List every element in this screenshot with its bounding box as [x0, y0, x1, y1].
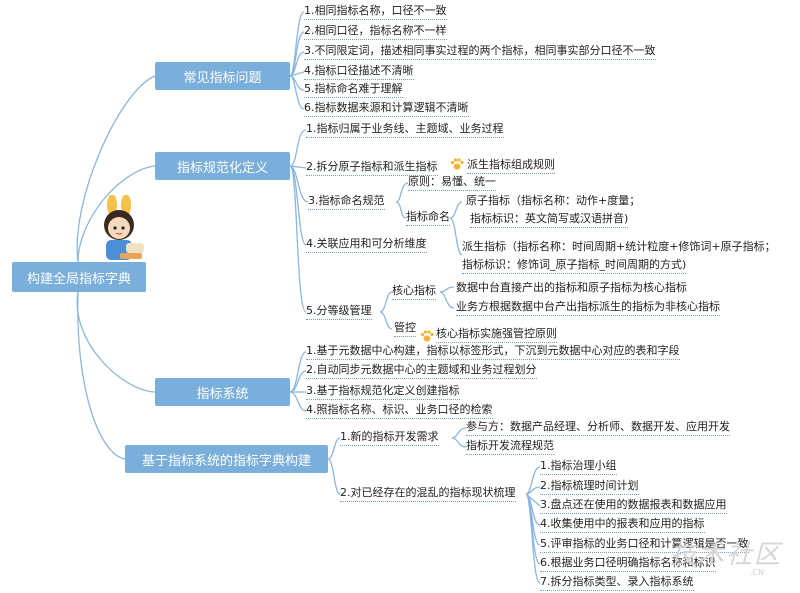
standard-item-5: 5.分等级管理	[306, 304, 372, 320]
system-item: 3.基于指标规范化定义创建指标	[306, 384, 460, 400]
branch-metric-system[interactable]: 指标系统	[155, 378, 290, 406]
issue-item: 3.不同限定词，描述相同事实过程的两个指标，相同事实部分口径不一致	[304, 44, 656, 60]
branch-common-issues-label: 常见指标问题	[183, 70, 262, 86]
cleanup-step: 2.指标梳理时间计划	[540, 479, 639, 495]
issue-item: 2.相同口径，指标名称不一样	[304, 24, 447, 40]
branch-metric-system-label: 指标系统	[196, 386, 249, 402]
branch-common-issues[interactable]: 常见指标问题	[155, 62, 290, 90]
watermark: 技术社区	[669, 540, 782, 570]
participants-note: 参与方：数据产品经理、分析师、数据开发、应用开发	[466, 420, 730, 436]
standard-item-2: 2.拆分原子指标和派生指标	[306, 160, 438, 176]
naming-node: 指标命名	[406, 210, 450, 226]
paw-icon	[450, 158, 464, 170]
paw-icon	[420, 330, 434, 342]
system-item: 2.自动同步元数据中心的主题域和业务过程划分	[306, 363, 537, 379]
system-item: 4.照指标名称、标识、业务口径的检索	[306, 403, 493, 419]
core-metric-desc-2: 业务方根据数据中台产出指标派生的指标为非核心指标	[456, 300, 720, 316]
cleanup-step: 1.指标治理小组	[540, 459, 617, 475]
derived-rule-note: 派生指标组成规则	[467, 158, 555, 174]
atomic-metric-line-2: 指标标识：英文简写或汉语拼音)	[470, 212, 629, 228]
new-requirement-node: 1.新的指标开发需求	[340, 430, 439, 446]
atomic-metric-line-1: 原子指标（指标名称：动作+度量；	[466, 194, 641, 207]
issue-item: 6.指标数据来源和计算逻辑不清晰	[304, 101, 469, 117]
core-metric-node: 核心指标	[392, 284, 436, 300]
watermark-domain: .CN	[749, 568, 764, 577]
standard-item-3: 3.指标命名规范	[308, 194, 385, 210]
branch-dictionary-build[interactable]: 基于指标系统的指标字典构建	[125, 445, 328, 473]
root-label: 构建全局指标字典	[26, 271, 131, 287]
cleanup-step: 5.评审指标的业务口径和计算逻辑是否一致	[540, 537, 749, 553]
standard-item-1: 1.指标归属于业务线、主题域、业务过程	[306, 122, 504, 138]
existing-metrics-node: 2.对已经存在的混乱的指标现状梳理	[340, 486, 516, 502]
issue-item: 5.指标命名难于理解	[304, 82, 403, 98]
naming-principle: 原则：易懂、统一	[408, 175, 496, 191]
branch-standard-definition[interactable]: 指标规范化定义	[155, 152, 290, 180]
issue-item: 1.相同指标名称，口径不一致	[304, 4, 447, 20]
issue-item: 4.指标口径描述不清晰	[304, 64, 414, 80]
branch-dictionary-build-label: 基于指标系统的指标字典构建	[141, 453, 311, 469]
cleanup-step: 6.根据业务口径明确指标名称和标识	[540, 556, 716, 572]
cleanup-step: 3.盘点还在使用的数据报表和数据应用	[540, 498, 727, 514]
control-node: 管控	[394, 321, 416, 337]
standard-item-4: 4.关联应用和可分析维度	[306, 237, 427, 253]
control-principle: 核心指标实施强管控原则	[436, 327, 557, 343]
derived-metric-line-2: 指标标识：修饰词_原子指标_时间周期的方式)	[462, 258, 687, 274]
root-node[interactable]: 构建全局指标字典	[12, 262, 146, 292]
cleanup-step: 7.拆分指标类型、录入指标系统	[540, 575, 694, 591]
branch-standard-definition-label: 指标规范化定义	[176, 160, 268, 176]
derived-metric-line-1: 派生指标（指标名称：时间周期+统计粒度+修饰词+原子指标；	[462, 240, 776, 253]
cleanup-step: 4.收集使用中的报表和应用的指标	[540, 517, 705, 533]
core-metric-desc-1: 数据中台直接产出的指标和原子指标为核心指标	[456, 281, 687, 294]
mascot-illustration	[104, 195, 144, 260]
system-item: 1.基于元数据中心构建，指标以标签形式，下沉到元数据中心对应的表和字段	[306, 344, 680, 360]
process-note: 指标开发流程规范	[466, 439, 554, 455]
